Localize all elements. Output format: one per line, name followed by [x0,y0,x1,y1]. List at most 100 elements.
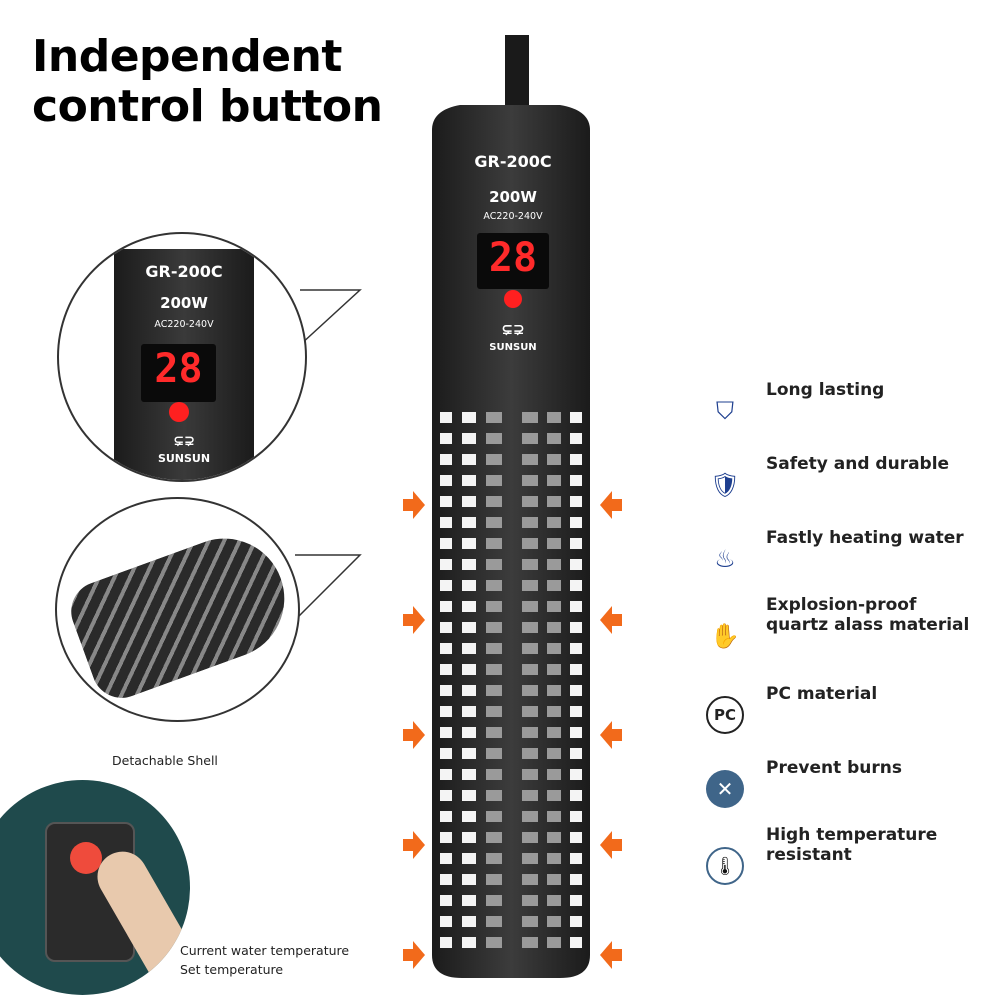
vent-slot [462,685,476,696]
vent-slot [522,643,538,654]
vent-slot [522,601,538,612]
vent-slot [522,937,538,948]
feature-label-line-1: Long lasting [766,380,885,400]
voltage-label-zoom: AC220-240V [154,319,214,330]
vent-slot [440,790,452,801]
vent-slot [547,580,561,591]
vent-slot [547,895,561,906]
vent-slot [547,811,561,822]
vent-slot [522,412,538,423]
vent-slot [547,874,561,885]
heat-arrow-icon [600,941,622,969]
vent-slot [486,748,502,759]
vent-slot [547,790,561,801]
vent-slot [547,769,561,780]
card-shield-icon: 🛡 [709,471,741,499]
vent-slot [547,538,561,549]
vent-slot [440,769,452,780]
zoom-circle-shell [55,497,300,722]
vent-slot [486,538,502,549]
vent-slot [440,916,452,927]
pc-icon: PC [704,694,746,736]
feature-item: ♨Fastly heating water [704,528,963,580]
vent-slot [570,895,582,906]
vent-slot [462,874,476,885]
zoom-circle-button [0,780,190,995]
vent-slot [486,832,502,843]
vent-slot [522,916,538,927]
vent-slot [570,748,582,759]
vent-slot [547,748,561,759]
vent-slot [440,811,452,822]
vent-slot [486,475,502,486]
vent-slot [462,937,476,948]
vent-slot [522,475,538,486]
zoom-circle-head: GR-200C 200W AC220-240V 28 ⊊⊋ SUNSUN [57,232,307,482]
vent-slot [440,559,452,570]
vent-slot [462,454,476,465]
vent-slot [522,727,538,738]
vent-slot [486,496,502,507]
vent-slot [522,811,538,822]
vent-slot [440,853,452,864]
vent-slot [486,643,502,654]
vent-slot [440,601,452,612]
vent-slot [570,475,582,486]
vent-slot [547,622,561,633]
vent-slot [547,853,561,864]
vent-slot [462,916,476,927]
vent-slot [486,622,502,633]
vent-slot [570,790,582,801]
vent-slot [440,517,452,528]
vent-slot [486,916,502,927]
vent-slot [462,811,476,822]
vent-slot [522,832,538,843]
vent-slot [570,769,582,780]
model-label: GR-200C [474,152,552,171]
no-burn-icon: ✕ [704,768,746,810]
feature-label-line-1: Safety and durable [766,454,950,474]
vent-slot [440,433,452,444]
vent-slot [570,853,582,864]
vent-slot [440,454,452,465]
vent-slot [462,748,476,759]
vent-slot [486,727,502,738]
vent-slot [547,559,561,570]
vent-slot [570,937,582,948]
vent-slot [570,517,582,528]
vent-slot [570,601,582,612]
brand-label: SUNSUN [489,342,537,353]
vent-slot [486,937,502,948]
vent-slot [462,664,476,675]
heat-arrow-icon [403,606,425,634]
vent-slot [522,895,538,906]
vent-slot [486,664,502,675]
vent-slot [570,559,582,570]
heat-arrow-icon [403,491,425,519]
vent-slot [547,832,561,843]
vent-slot [570,496,582,507]
vent-slot [522,538,538,549]
vent-slot [522,853,538,864]
vent-slot [486,559,502,570]
feature-label: Prevent burns [766,758,902,778]
model-label-zoom: GR-200C [145,262,223,281]
vent-slot [462,769,476,780]
vent-slot [570,454,582,465]
vent-slot [522,559,538,570]
heat-arrow-icon [600,721,622,749]
headline: Independent control button [32,32,383,132]
feature-label-line-2: quartz alass material [766,615,970,635]
vent-slot [486,685,502,696]
vent-slot [462,853,476,864]
display-panel [477,233,549,289]
vent-slot [570,874,582,885]
button-caption-line-2: Set temperature [180,962,284,977]
vent-slot [462,559,476,570]
vent-slot [462,580,476,591]
feature-label-line-1: High temperature [766,825,938,845]
